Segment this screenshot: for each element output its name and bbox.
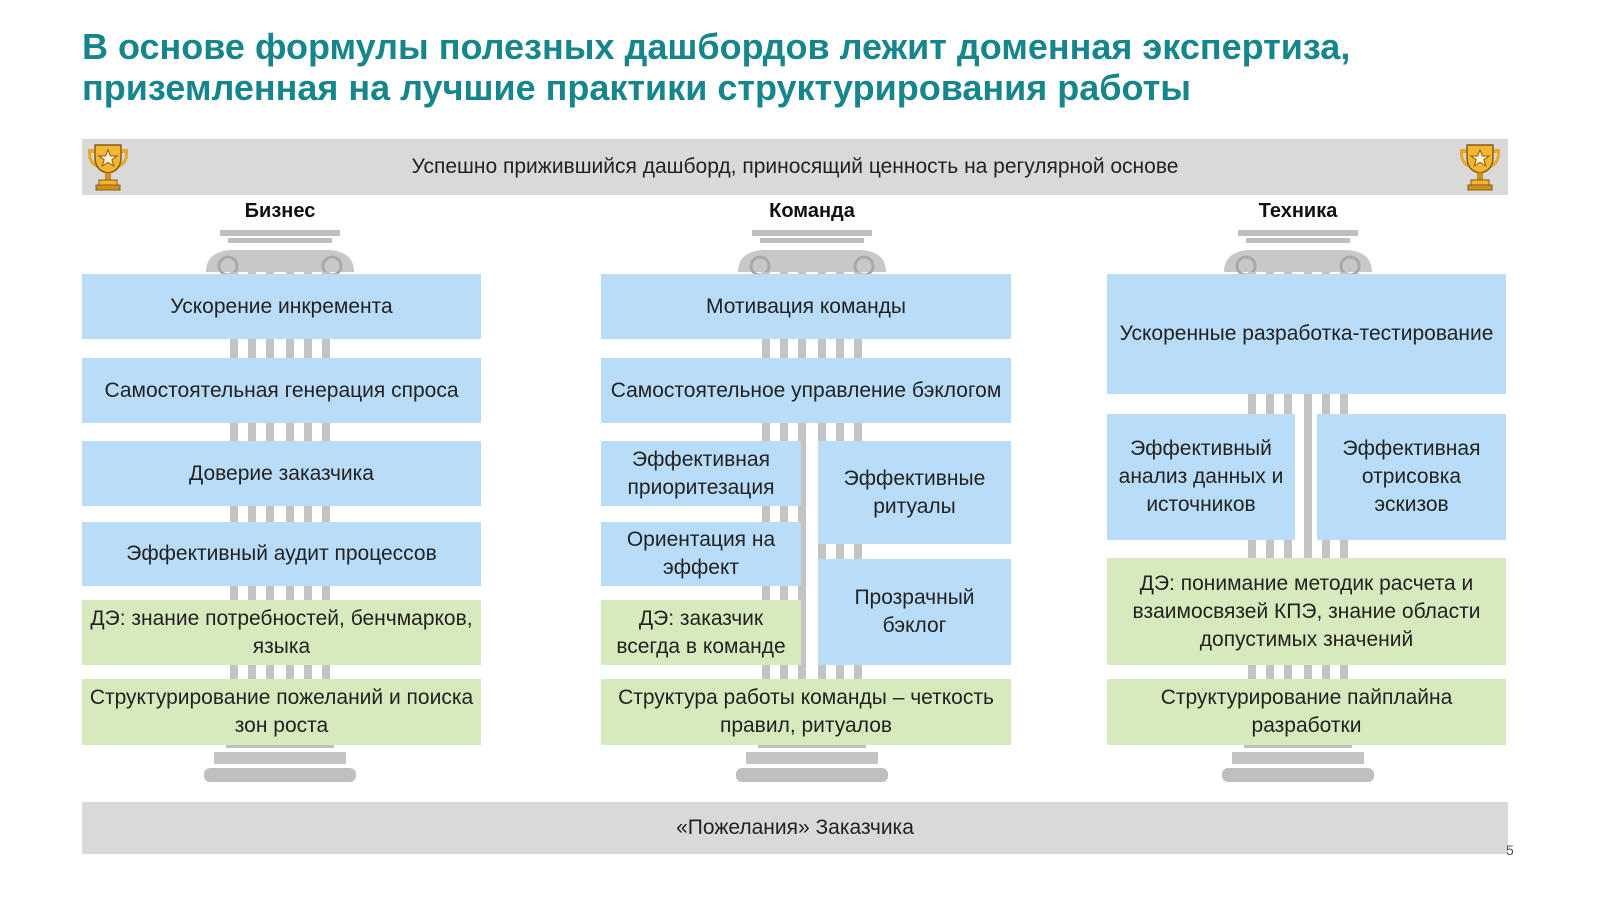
business-box: Эффективный аудит процессов (82, 522, 481, 586)
trophy-icon (80, 139, 136, 195)
team-header: Команда (769, 200, 855, 222)
trophy-icon (1452, 139, 1508, 195)
tech-box: Ускоренные разработка-тестирование (1107, 274, 1506, 394)
business-header: Бизнес (244, 200, 316, 222)
team-box: Структура работы команды – четкость прав… (601, 679, 1011, 745)
slide-title: В основе формулы полезных дашбордов лежи… (82, 26, 1351, 108)
team-box: ДЭ: заказчик всегда в команде (601, 600, 801, 665)
bottom-band-label: «Пожелания» Заказчика (676, 816, 914, 839)
top-band: Успешно прижившийся дашборд, приносящий … (82, 139, 1508, 195)
team-box: Эффективные ритуалы (818, 441, 1011, 544)
business-box: Ускорение инкремента (82, 274, 481, 339)
bottom-band: «Пожелания» Заказчика (82, 802, 1508, 854)
top-band-label: Успешно прижившийся дашборд, приносящий … (411, 155, 1179, 178)
business-box: Структурирование пожеланий и поиска зон … (82, 679, 481, 745)
business-box: ДЭ: знание потребностей, бенчмарков, язы… (82, 600, 481, 665)
tech-box: Эффективный анализ данных и источников (1107, 414, 1295, 540)
tech-box: Структурирование пайплайна разработки (1107, 679, 1506, 745)
team-box: Мотивация команды (601, 274, 1011, 339)
team-box: Прозрачный бэклог (818, 559, 1011, 665)
business-box: Самостоятельная генерация спроса (82, 358, 481, 423)
team-box: Самостоятельное управление бэклогом (601, 358, 1011, 423)
team-box: Эффективная приоритезация (601, 441, 801, 506)
team-box: Ориентация на эффект (601, 522, 801, 586)
page-number: 5 (1506, 842, 1514, 858)
business-box: Доверие заказчика (82, 441, 481, 506)
tech-box: Эффективная отрисовка эскизов (1317, 414, 1506, 540)
tech-box: ДЭ: понимание методик расчета и взаимосв… (1107, 558, 1506, 665)
tech-header: Техника (1258, 200, 1338, 222)
